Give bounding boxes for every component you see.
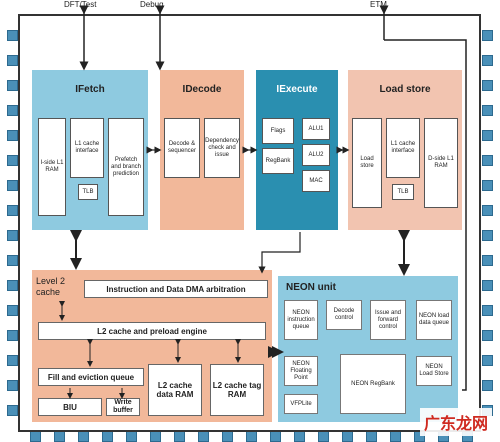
ifetch-l1-cache-interface: L1 cache interface <box>70 118 104 178</box>
ifetch-tlb: TLB <box>78 184 98 200</box>
neon-regbank: NEON RegBank <box>340 354 406 414</box>
chip-pin-right-8 <box>482 230 493 241</box>
chip-pin-right-4 <box>482 130 493 141</box>
chip-pin-left-12 <box>7 330 18 341</box>
chip-pin-left-15 <box>7 405 18 416</box>
prefetch-branch-prediction: Prefetch and branch prediction <box>108 118 144 216</box>
loadstore-title: Load store <box>379 84 431 95</box>
dma-arbitration: Instruction and Data DMA arbitration <box>84 280 268 298</box>
chip-pin-right-11 <box>482 305 493 316</box>
chip-pin-right-10 <box>482 280 493 291</box>
dependency-check-issue: Dependency check and issue <box>204 118 240 178</box>
path-loadstore-l2 <box>258 232 301 274</box>
idecode-stage: IDecode Decode & sequencer Dependency ch… <box>160 70 244 230</box>
neon-issue-forward-control: Issue and forward control <box>370 300 406 340</box>
chip-pin-right-5 <box>482 155 493 166</box>
regbank: RegBank <box>262 148 294 174</box>
etm-label: ETM <box>370 0 387 9</box>
neon-decode-control: Decode control <box>326 300 362 330</box>
chip-pin-left-8 <box>7 230 18 241</box>
chip-pin-right-6 <box>482 180 493 191</box>
path-etm-loop <box>384 39 467 391</box>
chip-pin-right-13 <box>482 355 493 366</box>
neon-instruction-queue: NEON instruction queue <box>284 300 318 340</box>
chip-pin-left-1 <box>7 55 18 66</box>
chip-pin-right-9 <box>482 255 493 266</box>
chip-pin-left-14 <box>7 380 18 391</box>
chip-pin-left-7 <box>7 205 18 216</box>
chip-pin-left-6 <box>7 180 18 191</box>
chip-pin-right-12 <box>482 330 493 341</box>
flags-register: Flags <box>262 118 294 144</box>
iexecute-title: IExecute <box>276 84 318 95</box>
loadstore-l1-cache-interface: L1 cache interface <box>386 118 420 178</box>
chip-pin-right-1 <box>482 55 493 66</box>
neon-unit-block: NEON unit NEON instruction queue Decode … <box>278 276 458 422</box>
chip-pin-right-0 <box>482 30 493 41</box>
alu2: ALU2 <box>302 144 330 166</box>
decode-sequencer: Decode & sequencer <box>164 118 200 178</box>
chip-pin-right-7 <box>482 205 493 216</box>
chip-pin-left-10 <box>7 280 18 291</box>
chip-pin-right-14 <box>482 380 493 391</box>
alu1: ALU1 <box>302 118 330 140</box>
neon-load-store: NEON Load Store <box>416 356 452 386</box>
l2-cache-preload-engine: L2 cache and preload engine <box>38 322 266 340</box>
watermark: 广东龙网 <box>419 408 492 436</box>
chip-pin-left-9 <box>7 255 18 266</box>
level2-cache-block: Level 2 cache Instruction and Data DMA a… <box>32 270 272 422</box>
iside-l1-ram: I-side L1 RAM <box>38 118 66 216</box>
chip-pin-left-3 <box>7 105 18 116</box>
ifetch-stage: IFetch I-side L1 RAM L1 cache interface … <box>32 70 148 230</box>
chip-pin-left-4 <box>7 130 18 141</box>
chip-pin-left-0 <box>7 30 18 41</box>
mac-unit: MAC <box>302 170 330 192</box>
l2-cache-data-ram: L2 cache data RAM <box>148 364 202 416</box>
write-buffer: Write buffer <box>106 398 140 416</box>
neon-title: NEON unit <box>286 282 336 293</box>
l2-cache-tag-ram: L2 cache tag RAM <box>210 364 264 416</box>
chip-pin-right-3 <box>482 105 493 116</box>
neon-load-data-queue: NEON load data queue <box>416 300 452 340</box>
loadstore-tlb: TLB <box>392 184 414 200</box>
l2-title: Level 2 cache <box>36 276 66 297</box>
chip-pin-right-2 <box>482 80 493 91</box>
dside-l1-ram: D-side L1 RAM <box>424 118 458 208</box>
fill-eviction-queue: Fill and eviction queue <box>38 368 144 386</box>
chip-pin-left-11 <box>7 305 18 316</box>
chip-pin-left-13 <box>7 355 18 366</box>
vfplite: VFPLite <box>284 394 318 414</box>
dft-test-label: DFT/Test <box>64 0 97 9</box>
neon-floating-point: NEON Floating Point <box>284 356 318 386</box>
idecode-title: IDecode <box>182 84 222 95</box>
iexecute-stage: IExecute Flags RegBank ALU1 ALU2 MAC <box>256 70 338 230</box>
debug-label: Debug <box>140 0 164 9</box>
load-store-unit: Load store <box>352 118 382 208</box>
chip-pin-left-2 <box>7 80 18 91</box>
chip-pin-left-5 <box>7 155 18 166</box>
loadstore-stage: Load store Load store L1 cache interface… <box>348 70 462 230</box>
ifetch-title: IFetch <box>75 84 105 95</box>
